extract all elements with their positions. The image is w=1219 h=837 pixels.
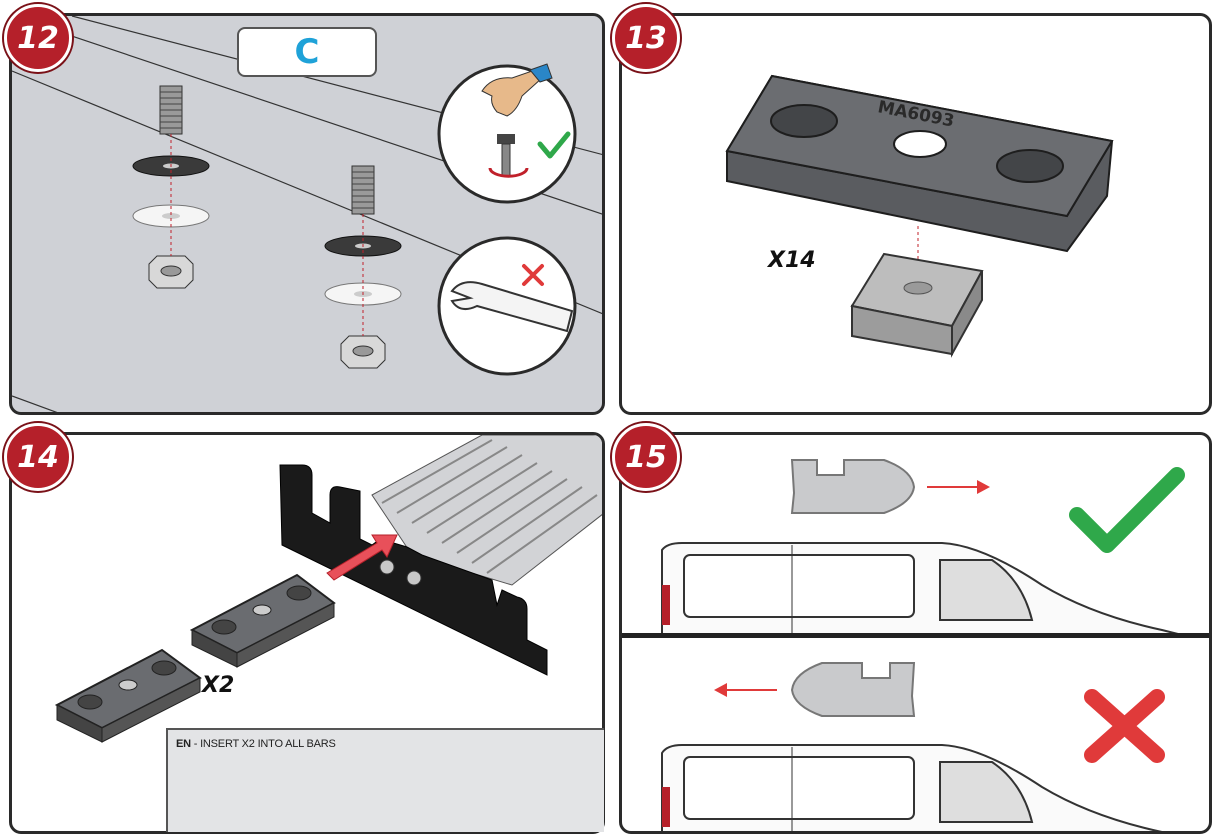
cross-icon xyxy=(522,264,544,286)
bar-profile-correct xyxy=(790,459,916,514)
hex-nut-right xyxy=(340,335,386,369)
step-number-12: 12 xyxy=(4,4,72,72)
spacer-block-lower xyxy=(54,648,202,743)
hand-icon xyxy=(481,63,553,117)
spacer-block-upper xyxy=(189,573,336,668)
wrench-icon xyxy=(450,281,574,333)
cross-icon xyxy=(1084,689,1165,763)
step-number-13: 13 xyxy=(612,4,680,72)
step-13-illustration: MA6093 xyxy=(725,74,1114,358)
no-wrench-callout xyxy=(437,236,577,376)
step-15-panel xyxy=(619,432,1212,834)
step-number-14: 14 xyxy=(4,423,72,491)
step-15-illustration xyxy=(622,459,1209,831)
step-13-panel: MA6093 X14 xyxy=(619,13,1212,415)
bolt-stud-right xyxy=(351,165,375,215)
quantity-label: X2 xyxy=(202,673,235,698)
bar-profile-wrong xyxy=(790,662,916,717)
arrow-right-icon xyxy=(927,480,990,494)
quantity-label: X14 xyxy=(768,248,816,273)
arrow-left-icon xyxy=(714,683,777,697)
step-12-illustration xyxy=(12,16,602,412)
van-illustration-bottom xyxy=(661,744,1163,831)
step-number-15: 15 xyxy=(612,423,680,491)
van-illustration-top xyxy=(661,542,1183,636)
hex-nut-left xyxy=(148,255,194,289)
bolt-stud-left xyxy=(159,85,183,135)
variant-label: C xyxy=(237,27,377,77)
check-icon xyxy=(537,131,571,159)
hand-tighten-callout xyxy=(437,63,577,204)
step-14-illustration xyxy=(54,435,602,743)
note-language: EN xyxy=(176,738,191,750)
arrow-right-icon xyxy=(326,534,398,581)
square-rubber-pad xyxy=(850,252,984,358)
end-bracket xyxy=(279,464,548,676)
note-text: - INSERT X2 INTO ALL BARS xyxy=(190,738,336,750)
divider xyxy=(622,633,1209,638)
check-icon xyxy=(1069,467,1185,553)
instruction-note: EN - INSERT X2 INTO ALL BARS xyxy=(166,728,604,832)
step-12-panel xyxy=(9,13,605,415)
spacer-block-ma6093: MA6093 xyxy=(725,74,1114,253)
